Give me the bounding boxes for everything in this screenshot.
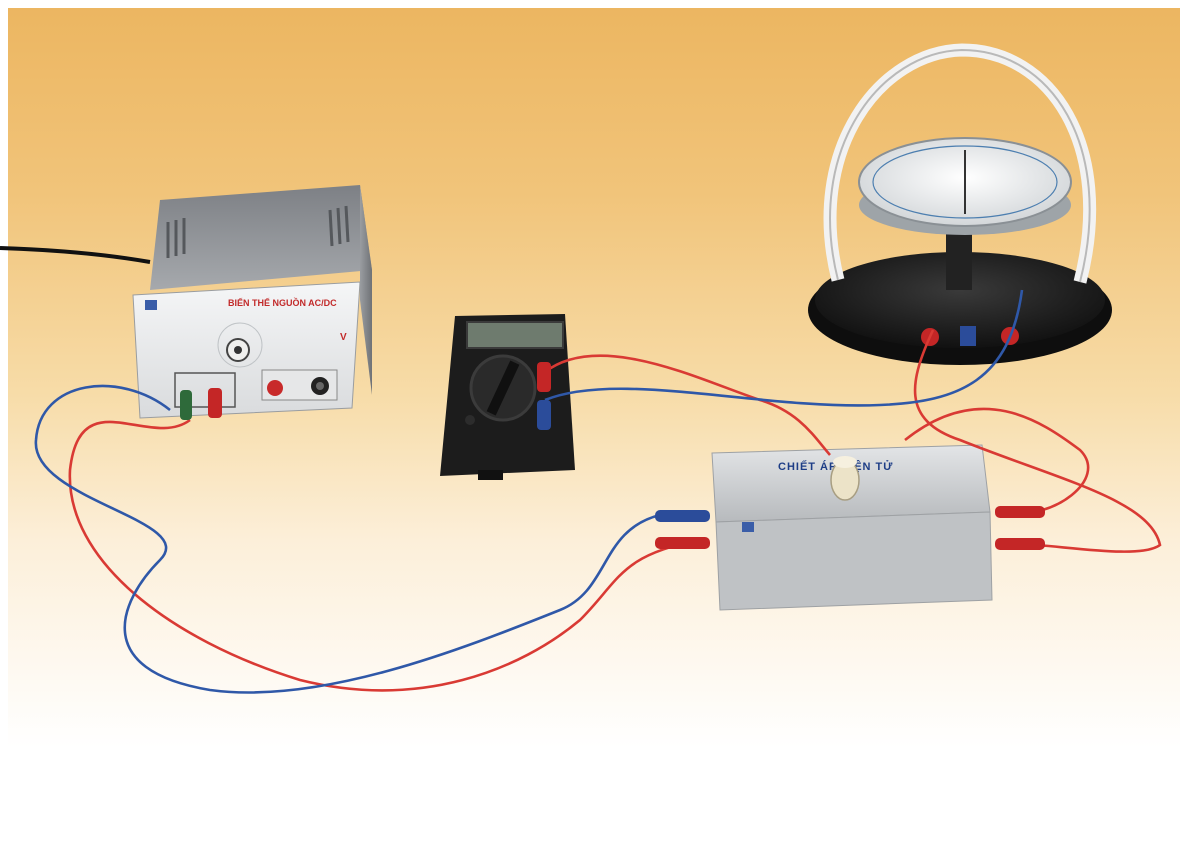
power-cord bbox=[0, 246, 151, 264]
banana-plugs bbox=[180, 362, 1045, 550]
red-terminal bbox=[267, 380, 283, 396]
red-wires bbox=[68, 329, 1162, 692]
multimeter bbox=[440, 314, 575, 480]
blue-wires bbox=[34, 289, 1024, 694]
tangent-galvanometer bbox=[808, 43, 1112, 365]
svg-text:V: V bbox=[340, 332, 347, 343]
power-supply-label: BIẾN THẾ NGUỒN AC/DC bbox=[228, 297, 337, 308]
power-supply: BIẾN THẾ NGUỒN AC/DC V bbox=[132, 185, 372, 419]
electronic-potentiometer: CHIẾT ÁP ĐIỆN TỬ bbox=[711, 444, 993, 611]
